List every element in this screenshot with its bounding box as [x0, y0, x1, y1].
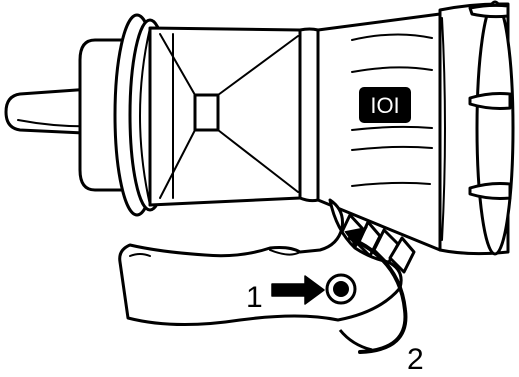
lamp-body: [140, 28, 300, 205]
release-button: [327, 275, 355, 303]
step-1-label: 1: [246, 281, 263, 314]
lens-center: [195, 95, 218, 130]
power-switch-symbol: IOI: [370, 93, 399, 118]
step-2-label: 2: [407, 343, 424, 376]
collar-ring: [300, 29, 318, 201]
head-bezel: [440, 2, 513, 254]
